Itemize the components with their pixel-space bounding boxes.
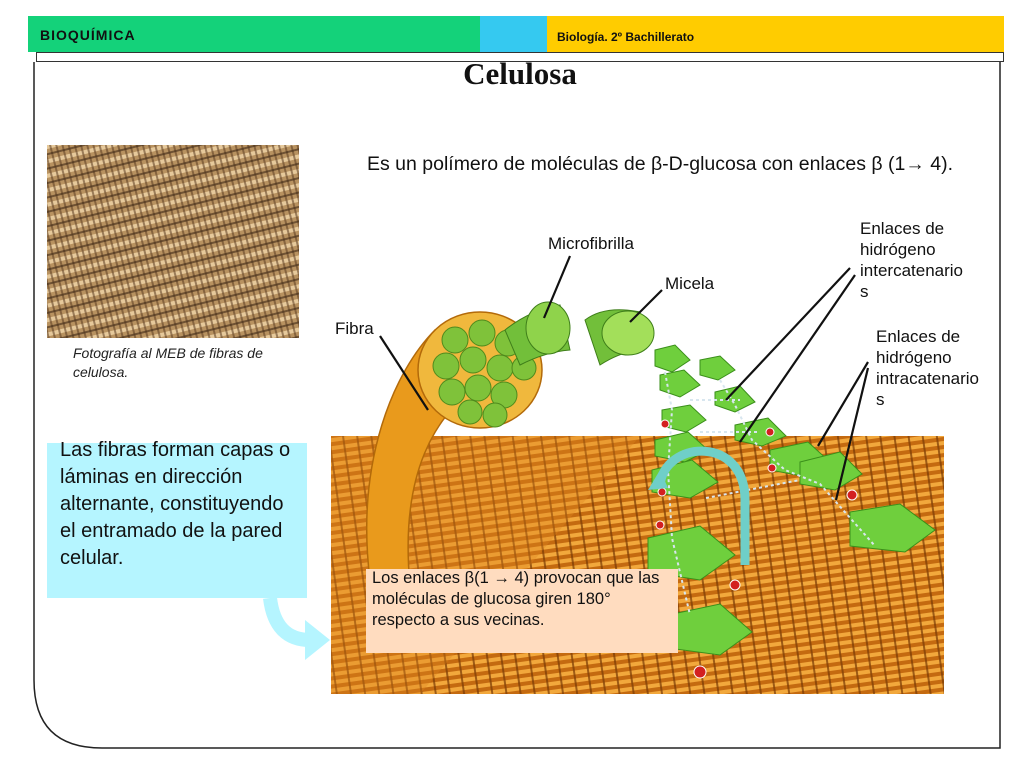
box-arrow-head (305, 620, 330, 660)
label-fibra: Fibra (335, 319, 374, 338)
microfibrilla-end (525, 301, 571, 355)
photo-caption: Fotografía al MEB de fibras de celulosa. (73, 345, 263, 380)
slide-title: Celulosa (463, 56, 577, 91)
label-intracatenario: Enlaces de hidrógeno intracatenario s (876, 326, 979, 410)
oxygen-atoms (655, 419, 858, 679)
label-line: s (860, 282, 869, 301)
sem-photo (47, 145, 299, 338)
header-subject: BIOQUÍMICA (40, 27, 136, 43)
label-line: intracatenario (876, 369, 980, 388)
label-microfibrilla: Microfibrilla (548, 234, 634, 253)
label-line: hidrógeno (876, 348, 952, 367)
header-yellow-band (547, 16, 1004, 52)
note-text: Los enlaces β(1 → 4) provocan que las mo… (372, 569, 660, 629)
chain-connectors (664, 371, 876, 616)
header-green-band (28, 16, 480, 52)
label-micela: Micela (665, 274, 715, 293)
label-line: Enlaces de (876, 327, 961, 346)
header-cyan-band (480, 16, 547, 52)
label-line: hidrógeno (860, 240, 936, 259)
header-course: Biología. 2º Bachillerato (557, 30, 695, 44)
intro-text: Es un polímero de moléculas de β-D-gluco… (366, 153, 954, 175)
rotation-arrow (655, 446, 750, 565)
label-intercatenario: Enlaces de hidrógeno intercatenario s (860, 218, 963, 302)
rotation-arrow-head (648, 470, 668, 490)
label-line: s (876, 390, 885, 409)
header-bar (36, 52, 1004, 62)
fibra-bundles (432, 319, 537, 428)
note-box (366, 569, 678, 653)
info-box (47, 443, 307, 598)
label-line: Enlaces de (860, 219, 945, 238)
label-line: intercatenario (860, 261, 964, 280)
info-box-text: Las fibras forman capas o láminas en dir… (60, 439, 291, 569)
glucose-chains (647, 344, 936, 656)
box-arrow (263, 596, 311, 647)
pointer-lines (379, 255, 870, 501)
micela-end (601, 310, 655, 356)
